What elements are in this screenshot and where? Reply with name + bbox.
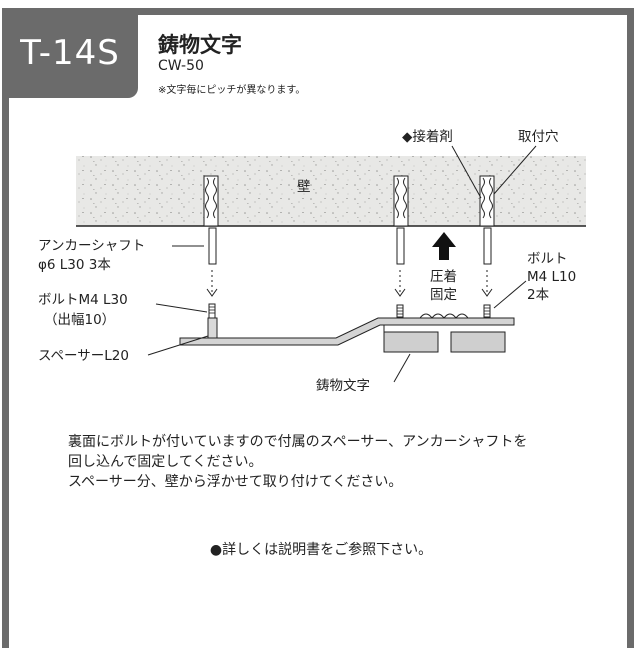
bolt10-label-line2: M4 L10	[527, 269, 576, 285]
bolt-middle	[396, 304, 404, 318]
hole-leader	[493, 145, 537, 195]
press-label-line2: 固定	[430, 287, 457, 303]
wall	[76, 156, 586, 227]
pitch-note: ※文字毎にピッチが異なります。	[158, 85, 306, 96]
anchor-shaft-middle	[396, 227, 405, 265]
anchor-label-line1: アンカーシャフト	[38, 238, 145, 254]
bolt10-leader	[493, 280, 527, 309]
adhesive-label: ◆接着剤	[402, 128, 453, 145]
cast-letter-block-left	[383, 331, 439, 353]
bolt-right	[483, 304, 491, 318]
anchor-shaft-right	[483, 227, 492, 265]
guide-right	[481, 270, 493, 297]
cast-letter-plate	[179, 317, 515, 346]
manual-reference: ●詳しくは説明書をご参照下さい。	[209, 542, 433, 558]
adhesive-leader	[451, 145, 482, 199]
installation-description: 裏面にボルトが付いていますので付属のスペーサー、アンカーシャフトを 回し込んで固…	[68, 432, 527, 492]
badge-text: T-14S	[20, 33, 120, 73]
adhesive-blobs	[419, 313, 469, 319]
casting-leader	[393, 353, 411, 383]
page-frame	[2, 8, 634, 648]
bolt10-label-line1: ボルト	[527, 251, 568, 267]
bolt-left	[207, 303, 218, 339]
description-line2: 回し込んで固定してください。	[68, 454, 263, 470]
description-line1: 裏面にボルトが付いていますので付属のスペーサー、アンカーシャフトを	[68, 434, 528, 450]
press-label-line1: 圧着	[430, 268, 457, 285]
spacer-leader	[147, 335, 209, 356]
press-arrow-icon	[432, 232, 456, 260]
product-code: CW-50	[158, 58, 204, 74]
description-line3: スペーサー分、壁から浮かせて取り付けてください。	[68, 474, 403, 490]
product-badge: T-14S	[2, 8, 138, 98]
bolt30-label-line2: （出幅10）	[44, 312, 115, 328]
hole-left	[203, 175, 219, 227]
bolt30-label-line1: ボルトM4 L30	[38, 292, 128, 308]
cast-letter-block-right	[450, 331, 506, 353]
wall-label: 壁	[297, 179, 311, 195]
bolt10-label-line3: 2本	[527, 287, 550, 303]
bolt30-leader	[155, 303, 208, 313]
guide-left	[206, 270, 218, 297]
product-title: 鋳物文字	[158, 33, 242, 57]
casting-label: 鋳物文字	[316, 377, 370, 394]
hole-middle	[393, 175, 409, 227]
anchor-label-line2: φ6 L30 3本	[38, 257, 111, 273]
hole-label: 取付穴	[518, 129, 559, 145]
spacer-label: スペーサーL20	[38, 348, 129, 364]
guide-middle	[394, 270, 406, 297]
hole-right	[479, 175, 495, 227]
anchor-shaft-left	[208, 227, 217, 265]
